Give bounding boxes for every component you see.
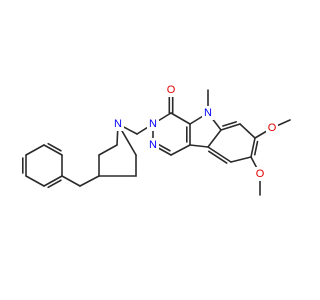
bond-b6-b1 [47, 142, 62, 152]
atom-label-o-methoxy-7: O [268, 122, 277, 134]
bond-b1-b2 [25, 144, 45, 156]
atom-label-o-carbonyl: O [167, 84, 176, 96]
bond-c4a-c4 [170, 112, 191, 125]
atom-label-background [147, 117, 159, 131]
atom-label-n-ring-2: N [149, 139, 157, 151]
bond-b6-b1 [43, 144, 63, 156]
bond-b5-bc [61, 175, 81, 187]
atom-label-background [202, 106, 214, 120]
atom-label-background [266, 121, 278, 135]
bond-bc-p4 [79, 175, 100, 187]
bond-c1-c9b [170, 144, 191, 156]
bond-c5a-r6 [222, 121, 237, 127]
bond-b3-b4 [25, 175, 45, 187]
bond-r8-r9 [230, 156, 252, 163]
atom-label-n-piperidine: N [114, 118, 122, 130]
bond-r7-r8 [250, 137, 256, 158]
atom-label-background [147, 138, 159, 152]
bond-r6-r7 [239, 123, 256, 139]
bond-r9-c9a [207, 150, 228, 164]
atom-label-background [254, 167, 266, 181]
bond-c5a-r6 [220, 123, 241, 131]
bond-r7-r8 [253, 140, 259, 156]
atom-label-background [112, 117, 124, 131]
atom-label-background [165, 83, 177, 97]
bond-r9-c9a [207, 146, 232, 163]
bond-c5a-c9a [207, 129, 222, 148]
bond-b4-b5 [47, 179, 62, 189]
atom-label-o-methoxy-8: O [256, 168, 265, 180]
bond-b4-b5 [43, 175, 63, 187]
bond-c9a-c9b [189, 144, 209, 148]
bond-n2-c1 [156, 142, 171, 152]
atom-label-n-indole: N [204, 107, 212, 119]
bond-p3-p2 [98, 144, 118, 156]
atom-label-n-ring-3: N [149, 118, 157, 130]
